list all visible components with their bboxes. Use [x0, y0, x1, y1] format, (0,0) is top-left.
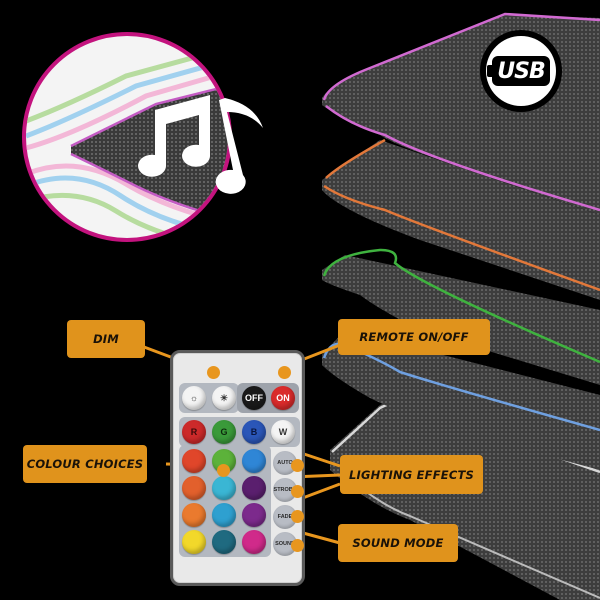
fade-pointer-dot	[291, 510, 304, 523]
dim-pointer-dot	[207, 366, 220, 379]
colour-button[interactable]	[182, 476, 206, 500]
mat-orange	[322, 138, 600, 300]
auto-pointer-dot	[291, 459, 304, 472]
colour-button[interactable]	[242, 503, 266, 527]
callout-colour-choices: COLOUR CHOICES	[23, 445, 147, 483]
colour-button[interactable]	[212, 503, 236, 527]
on-off-pointer-dot	[278, 366, 291, 379]
white-button[interactable]: W	[271, 420, 295, 444]
colour-button[interactable]	[212, 476, 236, 500]
red-button[interactable]: R	[182, 420, 206, 444]
callout-sound-mode: SOUND MODE	[338, 524, 458, 562]
colour-button[interactable]	[242, 449, 266, 473]
colour-button[interactable]	[182, 449, 206, 473]
callout-lighting-effects: LIGHTING EFFECTS	[340, 455, 483, 494]
on-button[interactable]: ON	[271, 386, 295, 410]
usb-badge: USB	[480, 30, 562, 112]
music-notes-icon	[138, 95, 263, 194]
brightness-down-icon: ☼	[189, 393, 199, 403]
colour-button[interactable]	[182, 503, 206, 527]
brightness-up-icon: ☀	[219, 392, 229, 403]
blue-button[interactable]: B	[242, 420, 266, 444]
callout-remote-on-off: REMOTE ON/OFF	[338, 319, 490, 355]
strobe-pointer-dot	[291, 485, 304, 498]
brightness-down-button[interactable]: ☼	[182, 386, 206, 410]
colour-button[interactable]	[242, 476, 266, 500]
brightness-up-button[interactable]: ☀	[212, 386, 236, 410]
green-button[interactable]: G	[212, 420, 236, 444]
colour-pointer-dot	[217, 464, 230, 477]
sound-pointer-dot	[291, 539, 304, 552]
inset-closeup	[22, 32, 232, 242]
colour-button[interactable]	[242, 530, 266, 554]
remote-control: ☼ ☀ OFF ON R G B W AUTO STROBE FADE SOUN…	[170, 350, 305, 586]
callout-dim: DIM	[67, 320, 145, 358]
usb-label: USB	[497, 58, 545, 84]
usb-icon: USB	[487, 56, 550, 86]
colour-button[interactable]	[182, 530, 206, 554]
colour-button[interactable]	[212, 530, 236, 554]
off-button[interactable]: OFF	[242, 386, 266, 410]
